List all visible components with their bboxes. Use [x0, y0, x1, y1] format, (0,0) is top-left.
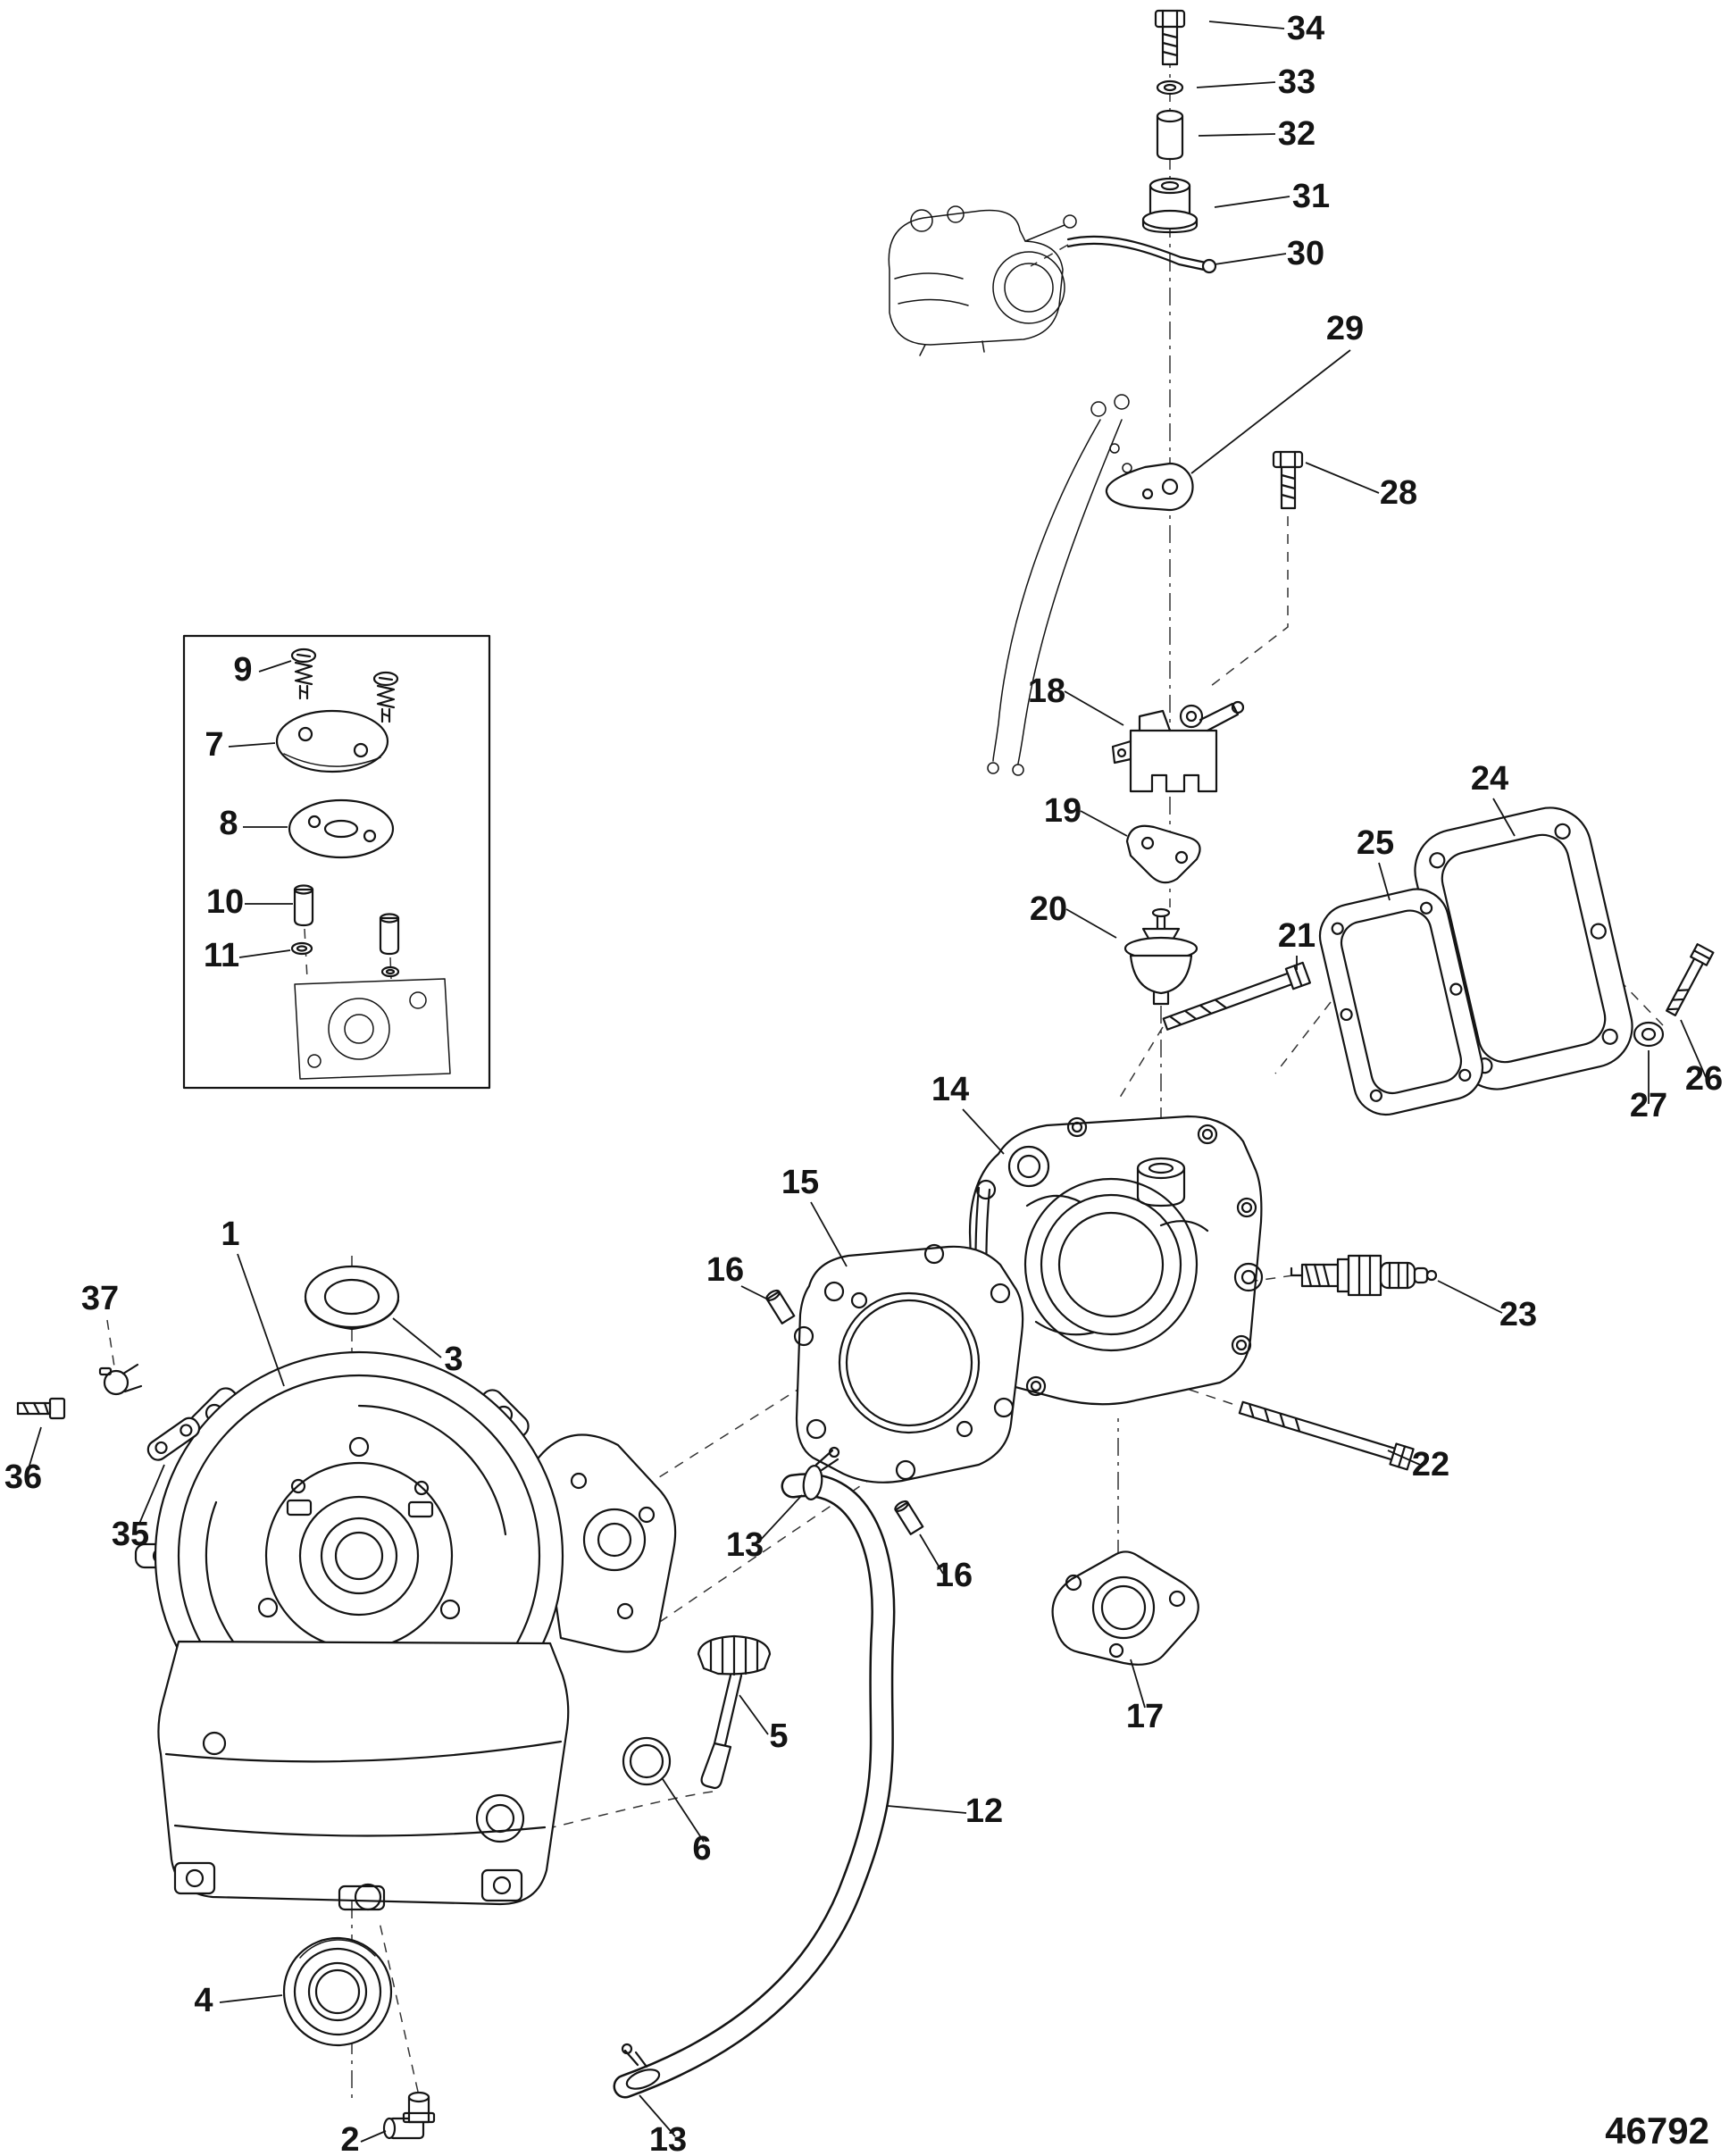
callout-15: 15 [781, 1164, 819, 1201]
part-thermostat-20 [1123, 907, 1199, 1006]
part-mount-31 [1141, 177, 1199, 234]
callout-27: 27 [1630, 1087, 1667, 1124]
callout-37: 37 [81, 1280, 119, 1317]
callout-1: 1 [221, 1216, 239, 1253]
part-bolt-21 [1162, 961, 1311, 1031]
callout-4: 4 [194, 1982, 213, 2019]
part-link-30 [1066, 235, 1217, 274]
callout-16a: 16 [706, 1251, 744, 1289]
part-bolt-28 [1272, 450, 1304, 510]
part-bolt-36 [16, 1397, 66, 1420]
part-gasket-8 [288, 798, 395, 859]
part-bolt-26 [1666, 943, 1715, 1016]
part-bolt-22 [1238, 1400, 1415, 1471]
leader-lines [28, 21, 1707, 2143]
callout-18: 18 [1028, 673, 1065, 710]
part-dowel-16a [765, 1289, 796, 1325]
part-gasket-19 [1125, 824, 1201, 884]
callout-17: 17 [1126, 1698, 1164, 1735]
throttle-cables [987, 394, 1132, 776]
callout-12: 12 [965, 1792, 1003, 1830]
callout-33: 33 [1278, 63, 1316, 101]
callout-25: 25 [1357, 824, 1394, 862]
callout-26: 26 [1685, 1060, 1723, 1098]
part-screw-9 [290, 648, 317, 700]
part-pin-10b [379, 913, 400, 956]
callout-22: 22 [1412, 1446, 1449, 1483]
part-spark-plug-23 [1290, 1254, 1438, 1297]
callout-24: 24 [1471, 760, 1508, 798]
part-oring-6 [622, 1736, 672, 1786]
callout-30: 30 [1287, 235, 1324, 272]
callout-16b: 16 [935, 1557, 973, 1594]
part-dipstick-5 [697, 1634, 772, 1790]
part-gasket-25 [1318, 888, 1484, 1116]
callout-32: 32 [1278, 115, 1316, 153]
inset-engine-reference [294, 978, 451, 1080]
part-bracket-35 [146, 1416, 201, 1461]
part-clamp-37 [98, 1363, 143, 1396]
callout-10: 10 [206, 883, 244, 921]
callout-5: 5 [769, 1717, 788, 1755]
part-bearing-4 [282, 1936, 393, 2047]
callout-36: 36 [4, 1458, 42, 1496]
callout-3: 3 [444, 1341, 463, 1378]
callout-29: 29 [1326, 310, 1364, 347]
callout-7: 7 [205, 726, 223, 764]
callout-35: 35 [112, 1516, 149, 1553]
part-washer-33 [1156, 79, 1184, 96]
part-throttle-cam-29 [1105, 462, 1194, 512]
part-head-gasket-15 [793, 1243, 1024, 1483]
drawing-number: 46792 [1605, 2110, 1709, 2152]
part-seal-3 [304, 1265, 400, 1331]
callout-13b: 13 [649, 2121, 687, 2156]
callout-21: 21 [1278, 917, 1316, 955]
part-oring-11b [380, 965, 400, 978]
part-spacer-32 [1156, 109, 1184, 161]
callout-11: 11 [204, 937, 239, 974]
carburetor-reference [888, 205, 1077, 356]
part-cover-7 [275, 709, 389, 773]
part-cylinder-block-14 [968, 1115, 1264, 1406]
callout-8: 8 [219, 805, 238, 842]
part-washer-27 [1633, 1021, 1665, 1048]
part-elbow-2 [382, 2091, 436, 2140]
callout-20: 20 [1030, 890, 1067, 928]
part-pin-10 [293, 884, 314, 927]
callout-28: 28 [1380, 474, 1417, 512]
part-oring-11 [290, 941, 313, 956]
callout-34: 34 [1287, 10, 1324, 47]
part-plate-17 [1051, 1550, 1199, 1666]
part-screw-9b [372, 671, 399, 723]
callout-6: 6 [692, 1830, 711, 1868]
part-dowel-16b [894, 1500, 924, 1535]
callout-2: 2 [340, 2121, 359, 2156]
part-clamp-13a [802, 1446, 840, 1500]
callout-14: 14 [931, 1071, 969, 1108]
part-hose-12 [613, 1473, 896, 2099]
part-clamp-13b [621, 2043, 661, 2090]
inset-detail-box [182, 634, 491, 1090]
callout-19: 19 [1044, 792, 1082, 830]
part-crankcase-1 [134, 1350, 677, 1911]
callout-13a: 13 [726, 1526, 764, 1564]
part-bolt-34 [1154, 9, 1186, 66]
callout-9: 9 [233, 651, 252, 689]
callout-23: 23 [1499, 1296, 1537, 1333]
part-bracket-18 [1111, 700, 1245, 793]
callout-labels: 34 33 32 31 30 29 28 18 19 20 24 25 21 2… [4, 10, 1723, 2156]
parts [16, 9, 1715, 2140]
callout-31: 31 [1292, 178, 1330, 215]
